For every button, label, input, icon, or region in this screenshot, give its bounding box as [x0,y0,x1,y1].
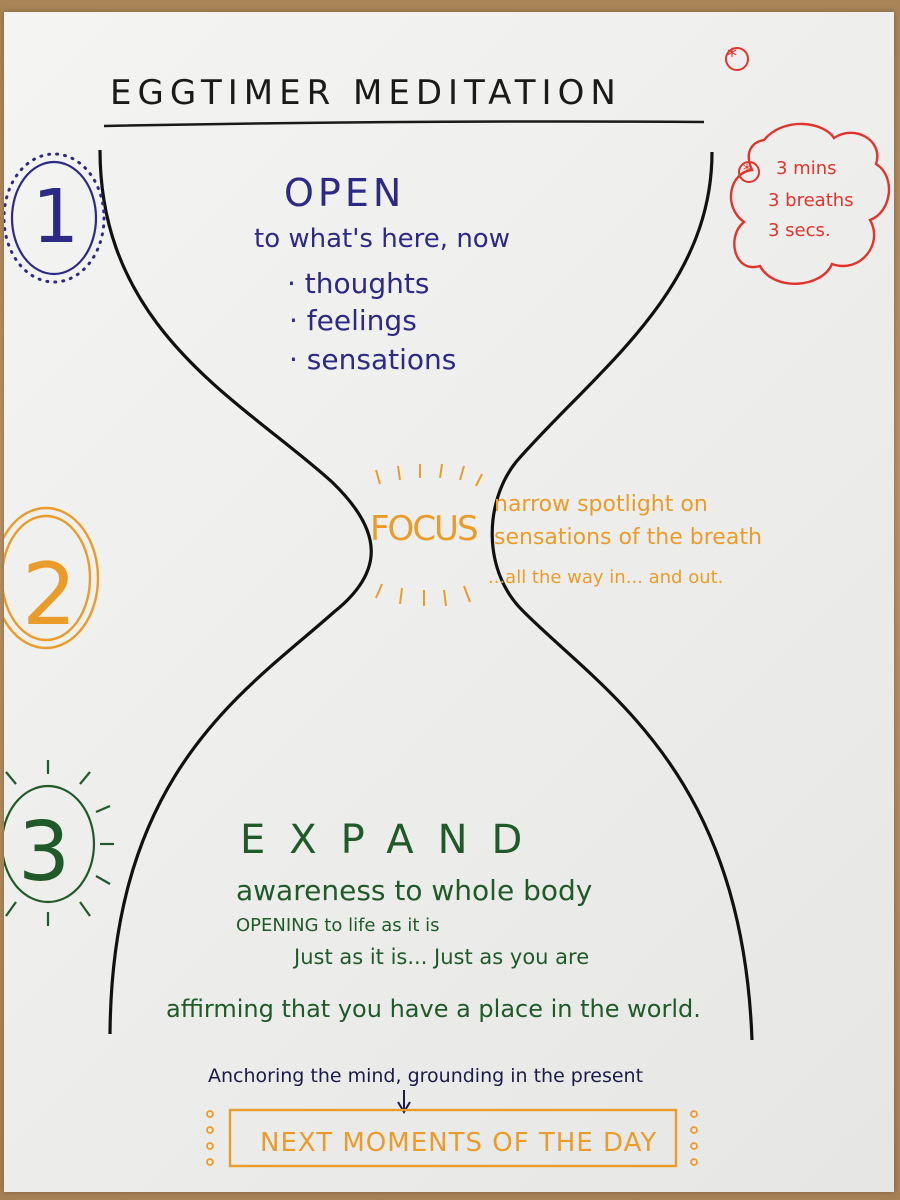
step3-line-2: OPENING to life as it is [236,915,440,936]
focus-rays [375,463,483,607]
step1-number: 1 [32,174,80,260]
drawings [4,47,891,1168]
title-asterisk-circle [725,47,749,71]
step2-line-1: narrow spotlight on [494,492,708,517]
note-asterisk: * [743,160,751,179]
note-line-1: 3 mins [776,158,837,179]
step3-sun [4,760,114,926]
step3-heading: EXPAND [240,817,547,863]
step2-outer-circle [4,506,100,650]
flipchart-paper: EGGTIMER MEDITATION * * 3 mins 3 breaths… [4,12,894,1192]
step2-heading: FOCUS [370,509,479,549]
hourglass-left-curve [98,149,373,1035]
title-underline [103,120,705,128]
note-line-3: 3 secs. [768,220,831,241]
step2-line-2: sensations of the breath [494,525,762,550]
step2-line-3: ...all the way in... and out. [488,567,724,588]
step3-line-4: affirming that you have a place in the w… [166,995,701,1023]
step2-inner-circle [4,514,92,642]
red-cloud [729,122,891,285]
step1-circle [10,160,98,276]
step3-number: 3 [18,805,71,900]
step3-line-3: Just as it is... Just as you are [294,945,590,969]
title-asterisk: * [727,44,737,68]
step1-dots [4,152,106,284]
box-side-dots [206,1110,698,1166]
step1-bullet: · thoughts [287,267,430,300]
step3-line-1: awareness to whole body [236,874,593,907]
step1-bullet: · sensations [289,343,457,376]
next-moments-label: NEXT MOMENTS OF THE DAY [260,1128,658,1158]
step1-heading: OPEN [284,171,406,215]
note-line-2: 3 breaths [768,190,854,211]
cloud-asterisk-circle [738,161,760,183]
step1-subheading: to what's here, now [254,224,510,254]
step1-bullet: · feelings [289,304,417,337]
next-moments-box [228,1108,678,1168]
anchor-text: Anchoring the mind, grounding in the pre… [208,1065,644,1087]
step2-number: 2 [22,545,77,645]
poster-title: EGGTIMER MEDITATION [110,73,622,113]
hourglass-right-curve [490,151,754,1041]
